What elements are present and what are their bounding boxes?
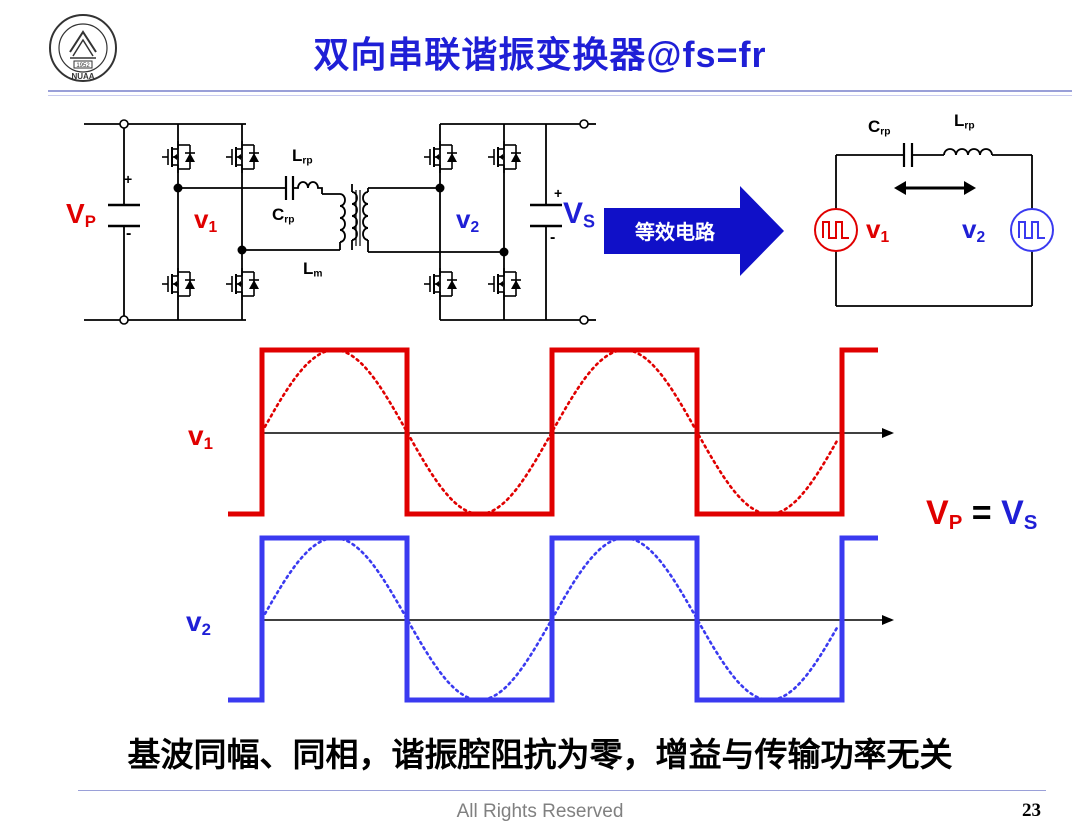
title-divider bbox=[48, 90, 1072, 92]
equivalent-lrp-inductor bbox=[943, 148, 993, 156]
v2-wave-label: v2 bbox=[186, 606, 211, 640]
title-divider-thin bbox=[48, 95, 1072, 96]
v1-fundamental-sine bbox=[260, 348, 840, 516]
v2-waveforms bbox=[228, 535, 878, 703]
lrp-label: Lrp bbox=[292, 146, 313, 167]
lm-inductor bbox=[339, 193, 346, 243]
vp-plus-sign: + bbox=[124, 171, 133, 187]
v1-square-wave bbox=[228, 347, 878, 517]
vs-minus-sign: - bbox=[550, 229, 556, 246]
crp-label: Crp bbox=[272, 205, 295, 226]
vp-minus-sign: - bbox=[126, 225, 132, 242]
equivalent-v1-label: v1 bbox=[866, 214, 890, 246]
v2-fundamental-sine bbox=[260, 536, 840, 702]
equivalent-crp-label: Crp bbox=[868, 117, 891, 138]
equivalent-lrp-label: Lrp bbox=[954, 111, 975, 132]
v2-circuit-label: v2 bbox=[456, 204, 480, 236]
logo-year: 1952 bbox=[76, 63, 90, 69]
secondary-bridge bbox=[423, 119, 596, 325]
vp-equals-vs: VP = VS bbox=[926, 494, 1038, 535]
university-logo: 1952 NUAA bbox=[48, 10, 118, 91]
v1-circuit-label: v1 bbox=[194, 204, 218, 236]
vs-label: VS bbox=[563, 197, 596, 232]
logo-text: NUAA bbox=[71, 72, 94, 81]
vp-label: VP bbox=[66, 198, 96, 232]
equivalent-arrow bbox=[604, 186, 784, 276]
equivalent-v2-label: v2 bbox=[962, 214, 986, 246]
slide-title: 双向串联谐振变换器@fs=fr bbox=[313, 34, 767, 75]
primary-bridge bbox=[84, 119, 346, 325]
footer-text: All Rights Reserved bbox=[456, 801, 624, 822]
lrp-inductor bbox=[293, 181, 323, 194]
lm-label: Lm bbox=[303, 259, 323, 280]
equivalent-arrow-label: 等效电路 bbox=[635, 222, 715, 244]
page-number: 23 bbox=[1022, 800, 1041, 821]
footer-divider bbox=[78, 790, 1046, 791]
waveform-axes bbox=[262, 428, 894, 625]
equivalent-circuit bbox=[814, 143, 1054, 307]
vs-plus-sign: + bbox=[554, 185, 563, 201]
v1-wave-label: v1 bbox=[188, 420, 213, 454]
conclusion-text: 基波同幅、同相，谐振腔阻抗为零，增益与传输功率无关 bbox=[127, 736, 953, 773]
transformer bbox=[351, 184, 504, 253]
v1-waveforms bbox=[228, 347, 878, 517]
